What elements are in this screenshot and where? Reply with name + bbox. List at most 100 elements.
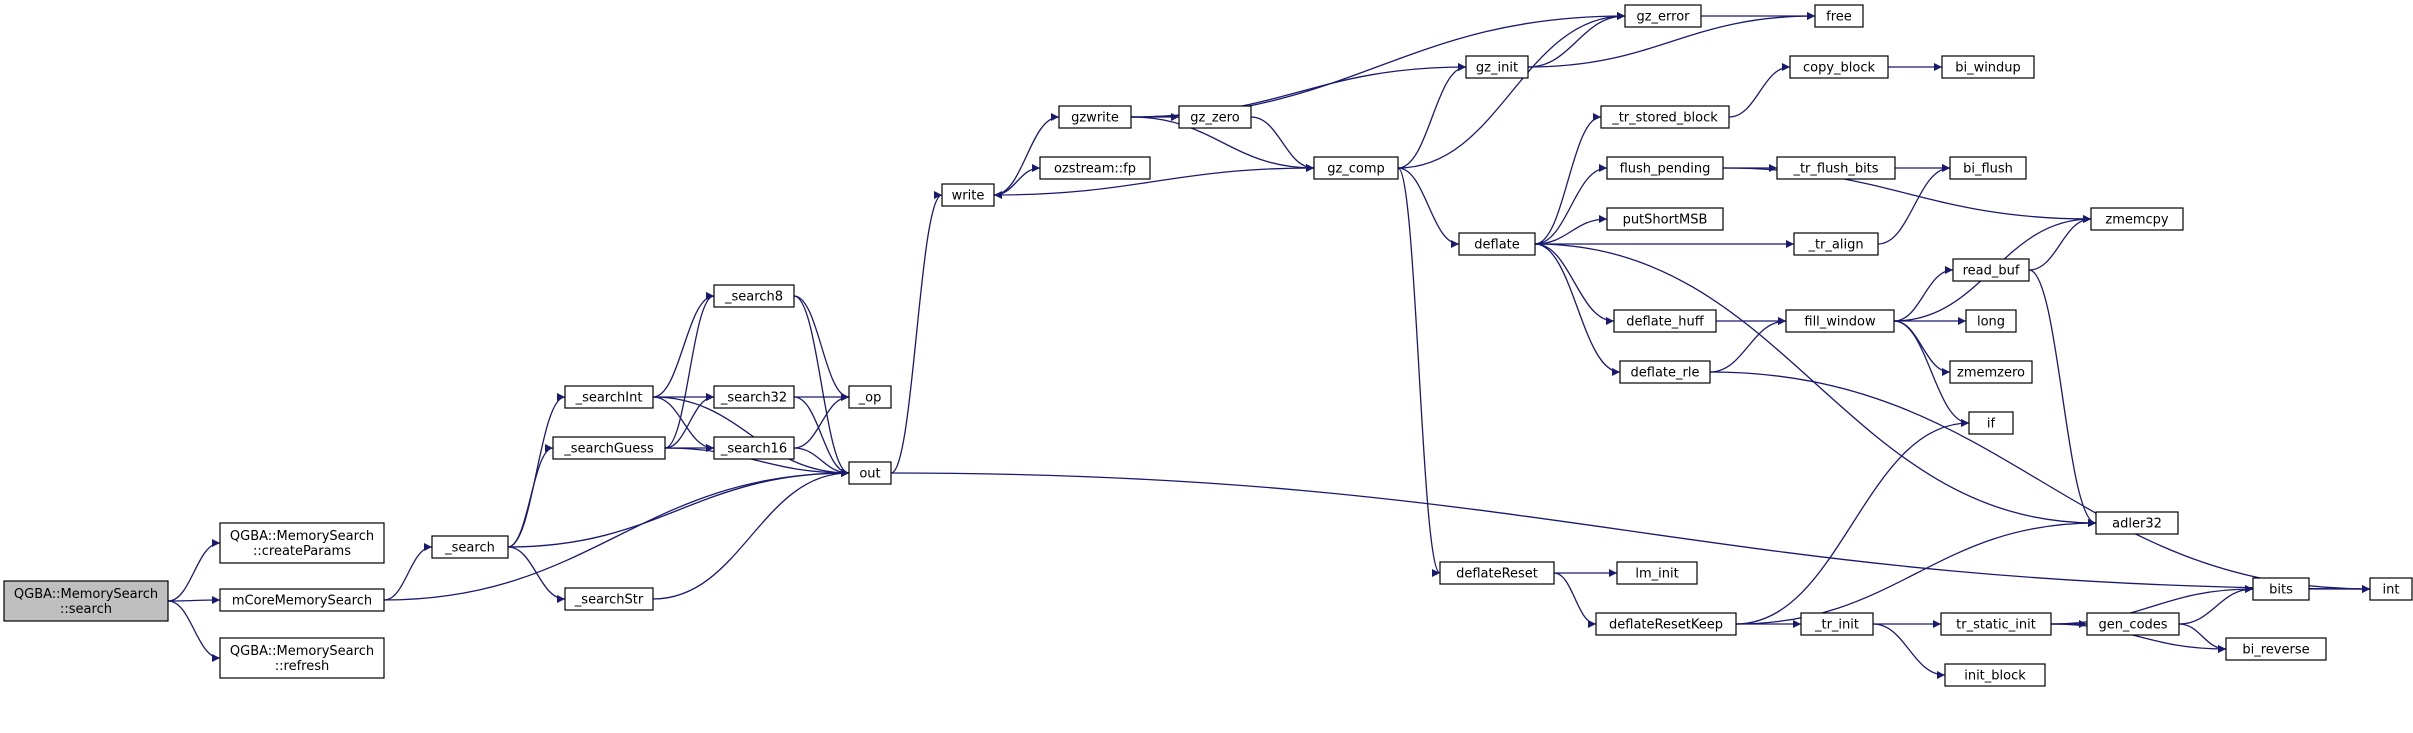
node-root[interactable]: QGBA::MemorySearch::search xyxy=(3,580,169,622)
node-zmemcpy[interactable]: zmemcpy xyxy=(2090,207,2184,231)
edge-mCoreMemorySearch-to-_search xyxy=(383,543,433,601)
node-flush-pending[interactable]: flush_pending xyxy=(1606,156,1724,180)
node-box xyxy=(1793,232,1879,256)
edge-deflateReset-to-deflateResetKeep xyxy=(1553,572,1597,628)
edge-write-to-gzwrite xyxy=(993,113,1060,196)
node-searchGuess[interactable]: _searchGuess xyxy=(552,436,666,460)
node-searchStr[interactable]: _searchStr xyxy=(564,587,654,611)
node-label: bi_flush xyxy=(1963,162,2013,177)
edge-_search-to-_searchInt xyxy=(507,393,566,548)
edge-_searchInt-to-out xyxy=(652,396,850,477)
node-deflate-rle[interactable]: deflate_rle xyxy=(1619,360,1711,384)
node-search32[interactable]: _search32 xyxy=(713,385,795,409)
edge-_tr_init-to-init_block xyxy=(1872,623,1946,679)
node-bi-windup[interactable]: bi_windup xyxy=(1941,55,2035,79)
node-box xyxy=(713,284,795,308)
node-box xyxy=(2252,577,2310,601)
node-deflateResetKeep[interactable]: deflateResetKeep xyxy=(1595,612,1737,636)
node-box xyxy=(1616,561,1698,585)
node-createParams[interactable]: QGBA::MemorySearch::createParams xyxy=(219,522,385,564)
node-tr-static-init[interactable]: tr_static_init xyxy=(1940,612,2052,636)
node-box xyxy=(1814,4,1864,28)
node-copy-block[interactable]: copy_block xyxy=(1789,55,1889,79)
node-lm-init[interactable]: lm_init xyxy=(1616,561,1698,585)
node-int[interactable]: int xyxy=(2369,577,2413,601)
node-bi-reverse[interactable]: bi_reverse xyxy=(2225,637,2327,661)
node-box xyxy=(848,461,892,485)
node-label: long xyxy=(1977,315,2005,330)
edge-gz_init-to-gz_error xyxy=(1527,12,1626,68)
node-mCoreMemorySearch[interactable]: mCoreMemorySearch xyxy=(219,588,385,612)
node-long[interactable]: long xyxy=(1965,309,2017,333)
node-box xyxy=(1465,55,1529,79)
node-search[interactable]: _search xyxy=(431,535,509,559)
node-label: lm_init xyxy=(1635,567,1678,582)
node-box xyxy=(1458,232,1536,256)
node-box xyxy=(1941,55,2035,79)
edge-gzwrite-to-gz_comp xyxy=(1130,116,1315,172)
node-gz-error[interactable]: gz_error xyxy=(1624,4,1702,28)
edge-deflate-to-flush_pending xyxy=(1534,164,1608,245)
node-gz-zero[interactable]: gz_zero xyxy=(1178,105,1252,129)
node-label: gz_zero xyxy=(1190,111,1239,126)
node-label: gzwrite xyxy=(1071,111,1119,126)
node-deflate[interactable]: deflate xyxy=(1458,232,1536,256)
edge-fill_window-to-zmemzero xyxy=(1893,320,1951,376)
node-box xyxy=(1058,105,1132,129)
node-search8[interactable]: _search8 xyxy=(713,284,795,308)
node-label: _tr_stored_block xyxy=(1611,111,1718,126)
node-box xyxy=(552,436,666,460)
node-label: gen_codes xyxy=(2098,618,2167,633)
node-ozstream-fp[interactable]: ozstream::fp xyxy=(1039,156,1151,180)
node-label: _search8 xyxy=(724,290,783,305)
edge-gz_comp-to-deflate xyxy=(1397,167,1460,248)
node-tr-stored-block[interactable]: _tr_stored_block xyxy=(1600,105,1730,129)
node-label: _tr_init xyxy=(1814,618,1859,633)
node-box xyxy=(1600,105,1730,129)
edge-write-to-ozstream_fp xyxy=(993,164,1041,196)
node-box xyxy=(1606,156,1724,180)
node-box xyxy=(3,580,169,622)
node-bits[interactable]: bits xyxy=(2252,577,2310,601)
node-gzwrite[interactable]: gzwrite xyxy=(1058,105,1132,129)
edge-_searchGuess-to-_search32 xyxy=(664,393,715,449)
node-label: gz_init xyxy=(1476,61,1518,76)
edge-out-to-write xyxy=(890,191,943,474)
node-out[interactable]: out xyxy=(848,461,892,485)
node-gz-comp[interactable]: gz_comp xyxy=(1313,156,1399,180)
edge-_search-to-out xyxy=(507,469,850,548)
node-refresh[interactable]: QGBA::MemorySearch::refresh xyxy=(219,637,385,679)
node-label: adler32 xyxy=(2112,517,2162,532)
node-free[interactable]: free xyxy=(1814,4,1864,28)
node-if[interactable]: if xyxy=(1968,411,2014,435)
node-box xyxy=(713,385,795,409)
node-label: _search32 xyxy=(720,391,787,406)
node-label: out xyxy=(859,467,880,482)
node-search16[interactable]: _search16 xyxy=(713,436,795,460)
node-label: _tr_flush_bits xyxy=(1792,162,1878,177)
edge-deflateResetKeep-to-if xyxy=(1735,419,1970,625)
node-gz-init[interactable]: gz_init xyxy=(1465,55,1529,79)
node-deflate-huff[interactable]: deflate_huff xyxy=(1613,309,1717,333)
node-label: tr_static_init xyxy=(1956,618,2036,633)
node-write[interactable]: write xyxy=(941,183,995,207)
node-box xyxy=(941,183,995,207)
node-searchInt[interactable]: _searchInt xyxy=(564,385,654,409)
node-fill-window[interactable]: fill_window xyxy=(1785,309,1895,333)
node-deflateReset[interactable]: deflateReset xyxy=(1439,561,1555,585)
edge-root-to-refresh xyxy=(167,600,221,662)
node-op[interactable]: _op xyxy=(848,385,892,409)
node-putShortMSB[interactable]: putShortMSB xyxy=(1606,207,1724,231)
node-box xyxy=(1949,156,2027,180)
node-bi-flush[interactable]: bi_flush xyxy=(1949,156,2027,180)
node-zmemzero[interactable]: zmemzero xyxy=(1949,360,2033,384)
node-gen-codes[interactable]: gen_codes xyxy=(2086,612,2180,636)
node-tr-init[interactable]: _tr_init xyxy=(1800,612,1874,636)
node-label: fill_window xyxy=(1804,315,1876,330)
node-tr-align[interactable]: _tr_align xyxy=(1793,232,1879,256)
node-tr-flush-bits[interactable]: _tr_flush_bits xyxy=(1776,156,1896,180)
node-box xyxy=(1039,156,1151,180)
node-init-block[interactable]: init_block xyxy=(1944,663,2046,687)
node-adler32[interactable]: adler32 xyxy=(2095,511,2179,535)
node-read-buf[interactable]: read_buf xyxy=(1952,258,2030,282)
